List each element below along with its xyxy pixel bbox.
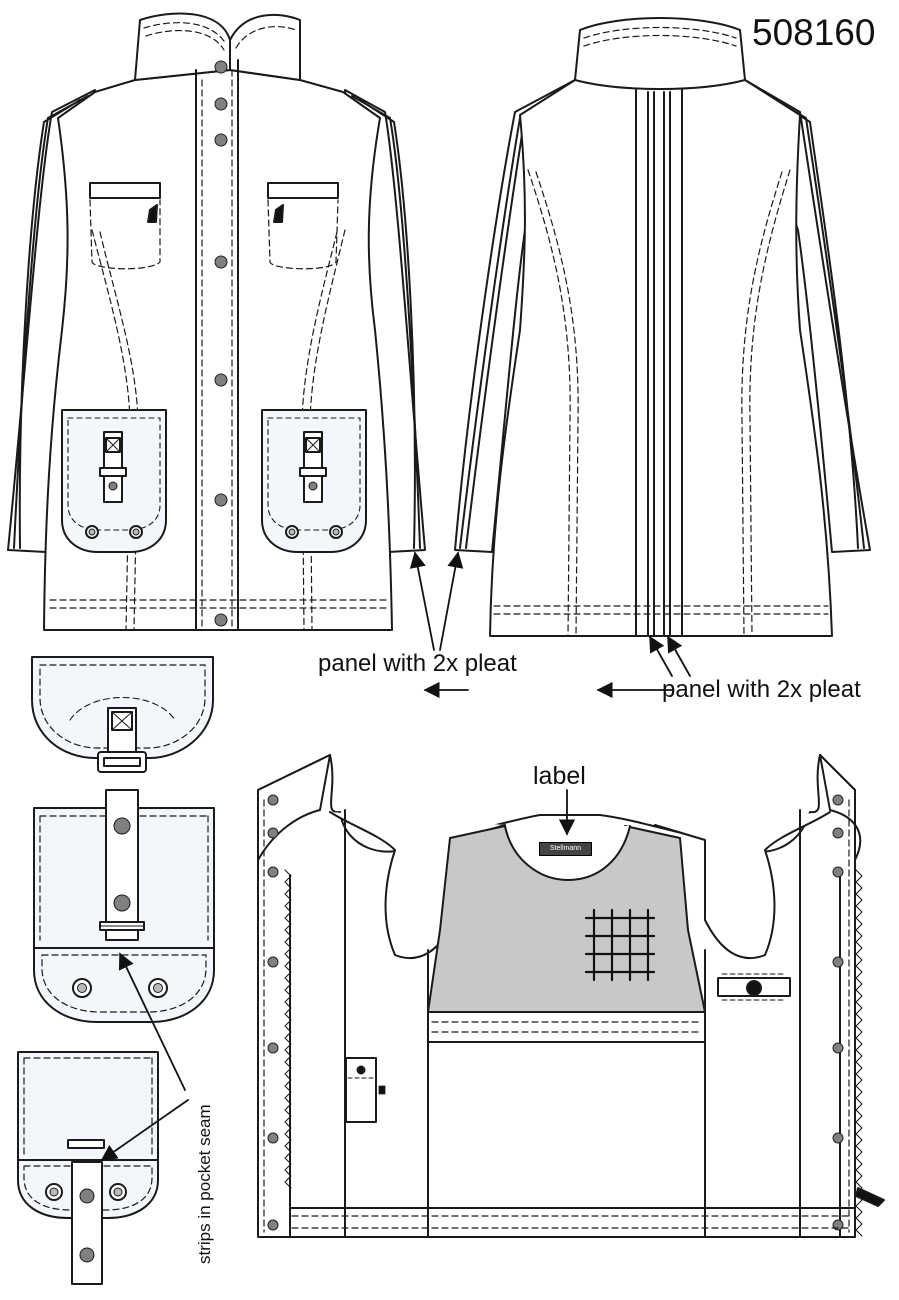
- front-view: [7, 12, 426, 631]
- article-number: 508160: [752, 12, 876, 53]
- front-right-cargo-pocket: [261, 409, 367, 553]
- front-left-chest-welt: [89, 182, 161, 199]
- chest-zip-right: [273, 204, 284, 223]
- back-right-sleeve: [744, 79, 871, 553]
- front-collar-right: [229, 13, 301, 81]
- left-zip-tape: [284, 869, 292, 1189]
- front-right-chest-welt: [267, 182, 339, 199]
- front-right-sleeve-stripe: [351, 95, 421, 549]
- back-collar: [574, 17, 746, 90]
- back-pleat-panel: [635, 89, 683, 637]
- chest-zip-left: [147, 204, 158, 223]
- zip-pull: [855, 1187, 885, 1207]
- right-zip-tape: [855, 869, 863, 1237]
- brand-label: Stellmann: [539, 842, 592, 856]
- inside-view: [257, 754, 885, 1238]
- pocket-detail: [33, 789, 215, 1023]
- front-left-sleeve-stripe: [13, 95, 89, 549]
- pocket-flap-detail: [31, 656, 214, 773]
- pocket-strips-callout: strips in pocket seam: [195, 1104, 214, 1264]
- back-view: [454, 17, 871, 637]
- front-placket: [195, 59, 239, 631]
- pocket-open-detail: [17, 1051, 159, 1285]
- front-left-cargo-pocket: [61, 409, 167, 553]
- front-pleat-callout: panel with 2x pleat: [318, 650, 517, 677]
- back-left-sleeve: [454, 79, 576, 553]
- callout-arrows: [100, 551, 691, 1161]
- back-body: [489, 79, 833, 637]
- back-pleat-callout: panel with 2x pleat: [662, 676, 861, 703]
- label-callout: label: [533, 762, 586, 790]
- front-snaps: [214, 60, 228, 627]
